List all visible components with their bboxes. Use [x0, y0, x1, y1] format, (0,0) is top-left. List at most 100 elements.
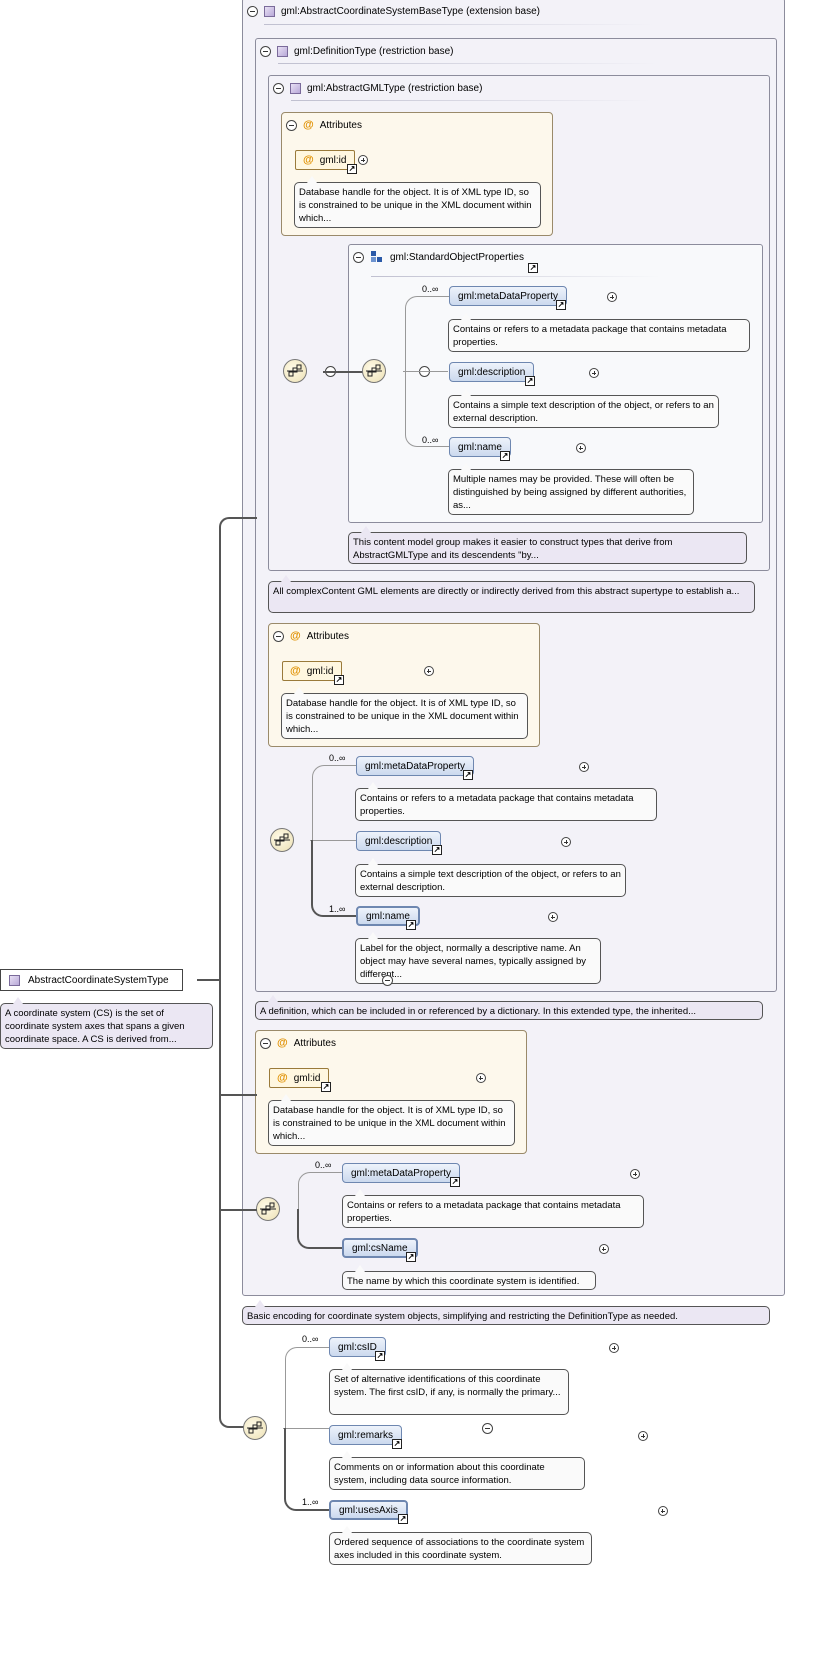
cardinality-label: 0..∞	[329, 753, 346, 763]
reference-link-icon[interactable]: ↗	[450, 1177, 460, 1187]
element-documentation: Multiple names may be provided. These wi…	[448, 469, 694, 515]
element-name[interactable]: gml:name	[356, 906, 420, 926]
expand-icon[interactable]	[358, 155, 368, 165]
collapse-icon[interactable]	[260, 1037, 271, 1049]
collapse-icon[interactable]	[273, 630, 284, 642]
expand-icon[interactable]	[609, 1343, 620, 1353]
root-type-name: AbstractCoordinateSystemType	[28, 974, 169, 986]
expand-icon[interactable]	[657, 1506, 668, 1516]
expand-icon[interactable]	[575, 443, 586, 453]
element-metadata-property[interactable]: gml:metaDataProperty	[449, 286, 568, 306]
element-description[interactable]: gml:description	[449, 362, 535, 382]
collapse-icon[interactable]	[286, 119, 297, 131]
reference-link-icon[interactable]: ↗	[463, 770, 473, 780]
sequence-compositor-icon[interactable]	[256, 1197, 280, 1221]
cardinality-label: 0..∞	[422, 435, 439, 445]
expand-icon[interactable]	[638, 1431, 649, 1441]
attribute-name: gml:id	[293, 1072, 321, 1084]
complex-type-icon	[277, 45, 288, 57]
attribute-name: gml:id	[319, 154, 347, 166]
group-header: gml:StandardObjectProperties	[353, 249, 524, 265]
element-documentation: Contains or refers to a metadata package…	[342, 1195, 644, 1228]
element-description[interactable]: gml:description	[356, 831, 442, 851]
sequence-compositor-icon[interactable]	[270, 828, 294, 852]
reference-link-icon[interactable]: ↗	[392, 1439, 402, 1449]
header-underline	[291, 100, 651, 101]
collapse-icon[interactable]	[247, 5, 258, 17]
sequence-compositor-icon[interactable]	[243, 1416, 267, 1440]
element-metadata-property[interactable]: gml:metaDataProperty	[342, 1163, 461, 1183]
extension-documentation: Basic encoding for coordinate system obj…	[242, 1306, 770, 1325]
collapse-icon[interactable]	[381, 975, 393, 986]
connector-line	[219, 1209, 257, 1211]
expand-icon[interactable]	[475, 1073, 486, 1083]
attribute-gml-id[interactable]: @ gml:id	[269, 1068, 329, 1088]
reference-link-icon[interactable]: ↗	[528, 263, 538, 273]
header-underline	[371, 276, 661, 277]
collapse-icon[interactable]	[481, 1423, 493, 1434]
reference-link-icon[interactable]: ↗	[398, 1514, 408, 1524]
element-name[interactable]: gml:name	[449, 437, 511, 457]
attribute-documentation: Database handle for the object. It is of…	[281, 693, 528, 739]
group-icon	[371, 251, 382, 262]
collapse-icon[interactable]	[353, 251, 364, 263]
element-metadata-property[interactable]: gml:metaDataProperty	[356, 756, 475, 776]
connector-line	[310, 840, 356, 841]
expand-icon[interactable]	[579, 762, 590, 772]
extension-title: gml:DefinitionType (restriction base)	[294, 45, 454, 57]
expand-icon[interactable]	[630, 1169, 641, 1179]
expand-icon[interactable]	[547, 912, 558, 922]
attribute-icon: @	[277, 1037, 288, 1049]
attribute-icon: @	[303, 119, 314, 131]
sequence-compositor-icon[interactable]	[283, 359, 307, 383]
cardinality-label: 0..∞	[422, 284, 439, 294]
expand-icon[interactable]	[598, 1244, 609, 1254]
attribute-icon: @	[303, 154, 314, 166]
reference-link-icon[interactable]: ↗	[500, 451, 510, 461]
reference-link-icon[interactable]: ↗	[525, 376, 535, 386]
element-remarks[interactable]: gml:remarks	[329, 1425, 403, 1445]
attributes-header: @ Attributes	[260, 1035, 336, 1051]
expand-icon[interactable]	[561, 837, 572, 847]
reference-link-icon[interactable]: ↗	[556, 300, 566, 310]
reference-link-icon[interactable]: ↗	[334, 675, 344, 685]
attribute-gml-id[interactable]: @ gml:id	[282, 661, 342, 681]
connector-line	[219, 517, 257, 981]
element-documentation: Contains or refers to a metadata package…	[448, 319, 750, 352]
connector-line	[323, 371, 363, 373]
connector-line	[403, 371, 448, 372]
root-type[interactable]: AbstractCoordinateSystemType	[0, 969, 183, 991]
element-uses-axis[interactable]: gml:usesAxis	[329, 1500, 408, 1520]
attribute-documentation: Database handle for the object. It is of…	[294, 182, 541, 228]
connector-line	[311, 840, 356, 917]
collapse-icon[interactable]	[260, 45, 271, 57]
expand-icon[interactable]	[589, 368, 600, 378]
reference-link-icon[interactable]: ↗	[321, 1082, 331, 1092]
attribute-gml-id[interactable]: @ gml:id	[295, 150, 355, 170]
extension-documentation: All complexContent GML elements are dire…	[268, 581, 755, 613]
connector-line	[405, 296, 449, 372]
reference-link-icon[interactable]: ↗	[406, 1252, 416, 1262]
reference-link-icon[interactable]: ↗	[406, 920, 416, 930]
cardinality-label: 0..∞	[315, 1160, 332, 1170]
reference-link-icon[interactable]: ↗	[432, 845, 442, 855]
sequence-compositor-icon[interactable]	[362, 359, 386, 383]
expand-icon[interactable]	[423, 666, 434, 676]
cardinality-label: 1..∞	[329, 904, 346, 914]
element-documentation: Ordered sequence of associations to the …	[329, 1532, 592, 1565]
connector-line	[197, 979, 221, 981]
element-cs-id[interactable]: gml:csID	[329, 1337, 386, 1357]
reference-link-icon[interactable]: ↗	[347, 164, 357, 174]
extension-documentation: A definition, which can be included in o…	[255, 1001, 763, 1020]
extension-header: gml:AbstractGMLType (restriction base)	[273, 80, 482, 96]
connector-line	[297, 1209, 343, 1249]
extension-title: gml:AbstractGMLType (restriction base)	[307, 82, 483, 94]
root-type-documentation: A coordinate system (CS) is the set of c…	[0, 1003, 213, 1049]
expand-icon[interactable]	[607, 292, 618, 302]
reference-link-icon[interactable]: ↗	[375, 1351, 385, 1361]
connector-line	[283, 1428, 329, 1429]
collapse-icon[interactable]	[273, 82, 284, 94]
header-underline	[278, 63, 658, 64]
connector-line	[219, 1094, 257, 1096]
element-cs-name[interactable]: gml:csName	[342, 1238, 418, 1258]
